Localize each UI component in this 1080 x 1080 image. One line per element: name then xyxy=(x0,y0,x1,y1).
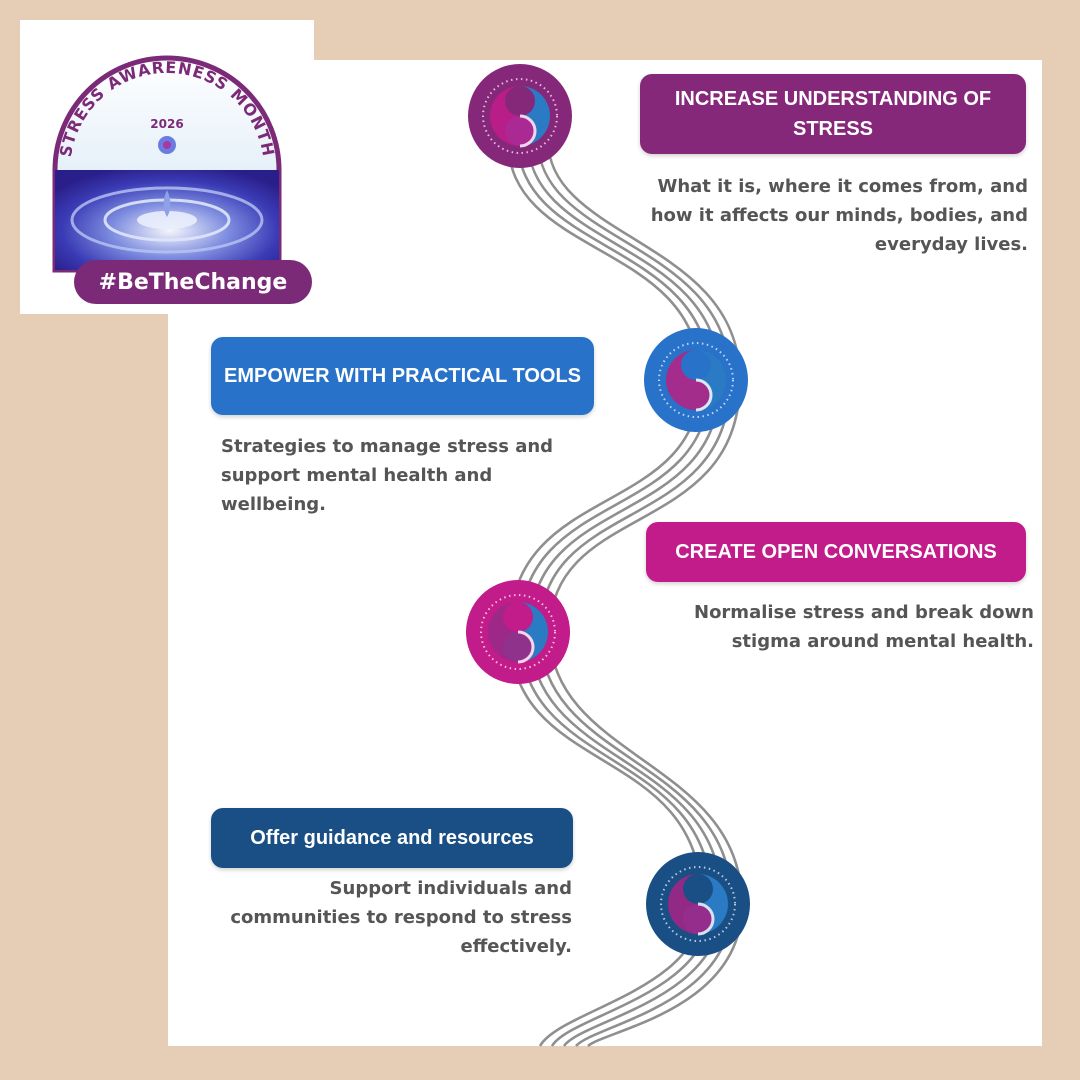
step-3-description: Normalise stress and break down stigma a… xyxy=(694,602,1034,652)
step-3-title-text: CREATE OPEN CONVERSATIONS xyxy=(675,540,997,563)
step-2-description: Strategies to manage stress and support … xyxy=(221,436,554,515)
step-2-node xyxy=(644,328,748,432)
yin-yang-icon xyxy=(468,64,572,168)
yin-yang-icon xyxy=(466,580,570,684)
yin-yang-icon xyxy=(644,328,748,432)
awareness-badge: STRESS AWARENESS MONTH 2026 #BeTheChange xyxy=(20,20,314,314)
step-2-title: EMPOWER WITH PRACTICAL TOOLS xyxy=(211,337,594,415)
step-2-title-text: EMPOWER WITH PRACTICAL TOOLS xyxy=(223,364,582,387)
step-1-node xyxy=(468,64,572,168)
step-1-description: What it is, where it comes from, and how… xyxy=(650,176,1028,255)
step-4-title: Offer guidance and resources xyxy=(211,808,573,868)
step-4-description: Support individuals and communities to r… xyxy=(230,878,572,957)
step-1-title-text: INCREASE UNDERSTANDING OF STRESS xyxy=(674,88,992,140)
step-4-title-text: Offer guidance and resources xyxy=(250,826,534,849)
badge-year: 2026 xyxy=(150,117,183,131)
step-3-node xyxy=(466,580,570,684)
water-drop-icon xyxy=(55,136,279,270)
step-4-node xyxy=(646,852,750,956)
step-1-title: INCREASE UNDERSTANDING OF STRESS xyxy=(640,74,1026,154)
step-3-title: CREATE OPEN CONVERSATIONS xyxy=(646,522,1026,582)
yin-yang-icon xyxy=(646,852,750,956)
badge-graphic: STRESS AWARENESS MONTH 2026 xyxy=(52,55,282,273)
hashtag-label: #BeTheChange xyxy=(74,260,312,304)
